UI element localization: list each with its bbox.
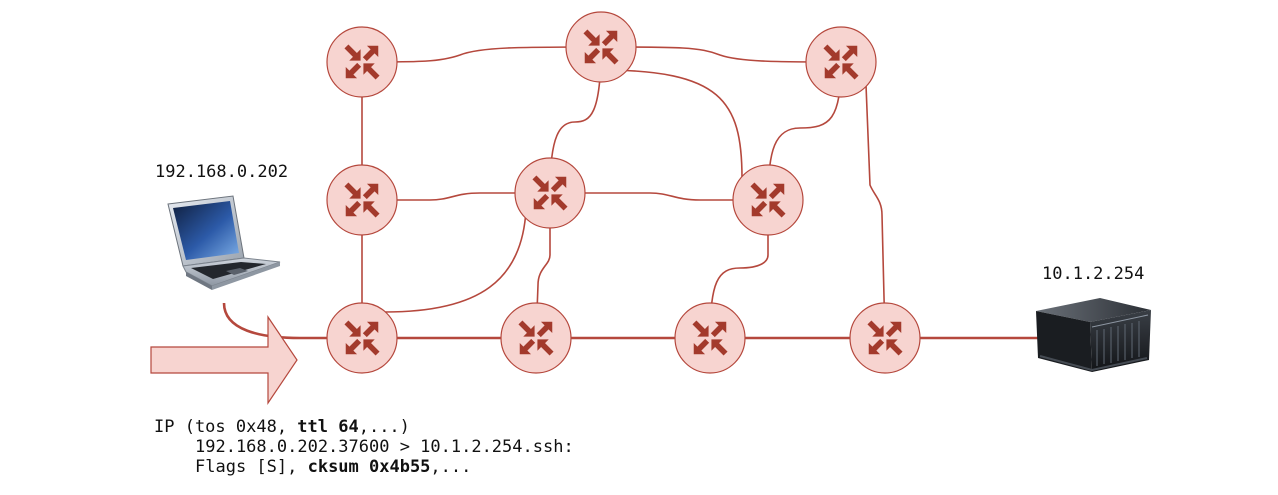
link-r2-r3	[600, 46, 842, 63]
packet-line-3-suffix: ,...	[430, 457, 472, 477]
packet-line-3: Flags [S], cksum 0x4b55,...	[154, 457, 574, 477]
packet-line-1: IP (tos 0x48, ttl 64,...)	[154, 417, 574, 437]
link-r5-r7	[384, 209, 527, 313]
router-icon	[514, 157, 586, 229]
router-icon	[326, 302, 398, 374]
router-icon	[500, 302, 572, 374]
router-icon	[565, 11, 637, 83]
router-icon	[326, 164, 398, 236]
packet-header-text: IP (tos 0x48, ttl 64,...) 192.168.0.202.…	[154, 417, 574, 477]
packet-ttl: ttl 64	[297, 417, 359, 437]
link-r3-r6	[767, 61, 842, 201]
router-icon	[732, 164, 804, 236]
network-links	[222, 46, 1040, 340]
link-r4-r5	[362, 192, 550, 201]
router-icon	[849, 302, 921, 374]
link-r2-r5	[549, 46, 602, 193]
link-r5-r6	[550, 192, 768, 201]
server-ip-label: 10.1.2.254	[1042, 264, 1145, 284]
router-icon	[674, 302, 746, 374]
packet-line-3-prefix: Flags [S],	[195, 457, 308, 477]
laptop-icon	[167, 195, 281, 290]
link-r6-r9	[709, 200, 769, 339]
packet-line-2: 192.168.0.202.37600 > 10.1.2.254.ssh:	[195, 437, 574, 457]
link-r3-r10	[865, 84, 886, 339]
right-arrow-icon	[150, 315, 298, 405]
link-r1-r2	[361, 46, 602, 63]
link-laptop-r7	[222, 302, 362, 340]
link-r5-r8	[535, 193, 551, 339]
server-icon	[1036, 298, 1151, 372]
packet-checksum: cksum 0x4b55	[307, 457, 431, 477]
router-icon	[326, 26, 398, 98]
router-icon	[805, 26, 877, 98]
link-r2-r6	[600, 69, 743, 179]
laptop-ip-label: 192.168.0.202	[155, 162, 289, 182]
packet-line-1-prefix: IP (tos 0x48,	[154, 417, 298, 437]
packet-line-1-suffix: ,...)	[358, 417, 410, 437]
